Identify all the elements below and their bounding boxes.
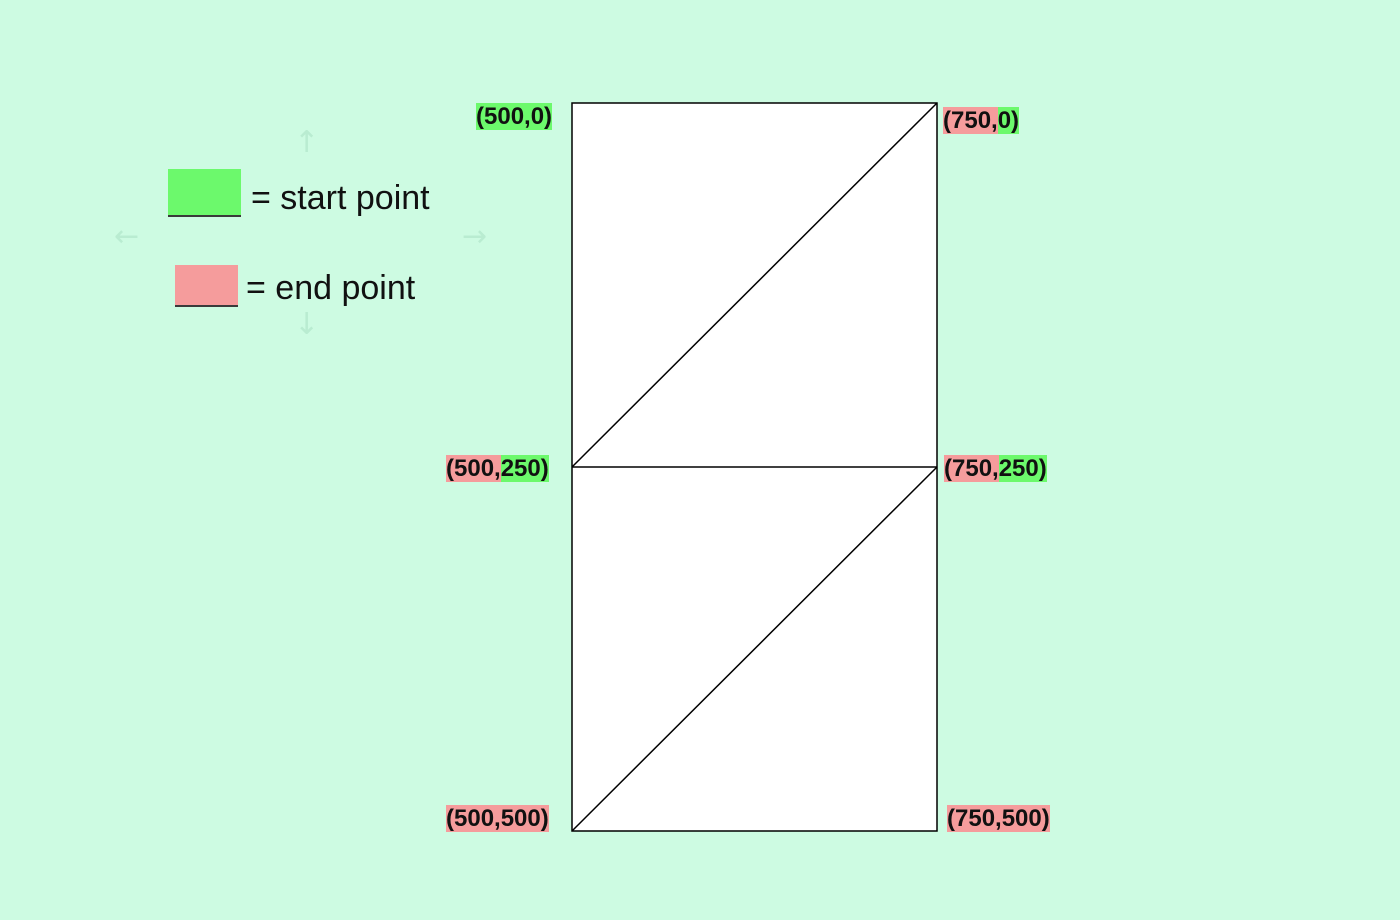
arrow-right-icon: →	[462, 219, 488, 254]
coord-label-750-500: (750,500)	[947, 804, 1050, 834]
coord-y-part: 250)	[998, 455, 1047, 482]
coord-label-500-500: (500,500)	[446, 804, 549, 834]
coord-y-part: 250)	[500, 455, 549, 482]
coord-x-part: (750,	[944, 455, 999, 482]
coord-label-750-250: (750,250)	[944, 454, 1047, 484]
diagram-line-1	[571, 102, 938, 468]
coord-y-part: 500)	[1001, 805, 1050, 832]
coord-y-part: 0)	[530, 103, 553, 130]
coord-label-750-0: (750,0)	[943, 106, 1020, 136]
diagram-lines	[571, 102, 938, 832]
start-point-legend-label: = start point	[251, 179, 430, 217]
coord-y-part: 0)	[997, 107, 1020, 134]
coord-x-part: (750,	[943, 107, 998, 134]
coord-x-part: (500,	[476, 103, 531, 130]
coord-label-500-250: (500,250)	[446, 454, 549, 484]
coord-x-part: (500,	[446, 455, 501, 482]
start-point-swatch	[168, 169, 241, 217]
coord-x-part: (500,	[446, 805, 501, 832]
arrow-down-icon: ↓	[294, 307, 320, 342]
end-point-swatch	[175, 265, 238, 307]
end-point-legend-label: = end point	[246, 269, 416, 307]
coord-y-part: 500)	[500, 805, 549, 832]
diagram-line-3	[571, 466, 938, 832]
coord-label-500-0: (500,0)	[476, 102, 553, 132]
arrow-up-icon: ↑	[294, 125, 320, 160]
arrow-left-icon: ←	[114, 219, 140, 254]
coord-x-part: (750,	[947, 805, 1002, 832]
